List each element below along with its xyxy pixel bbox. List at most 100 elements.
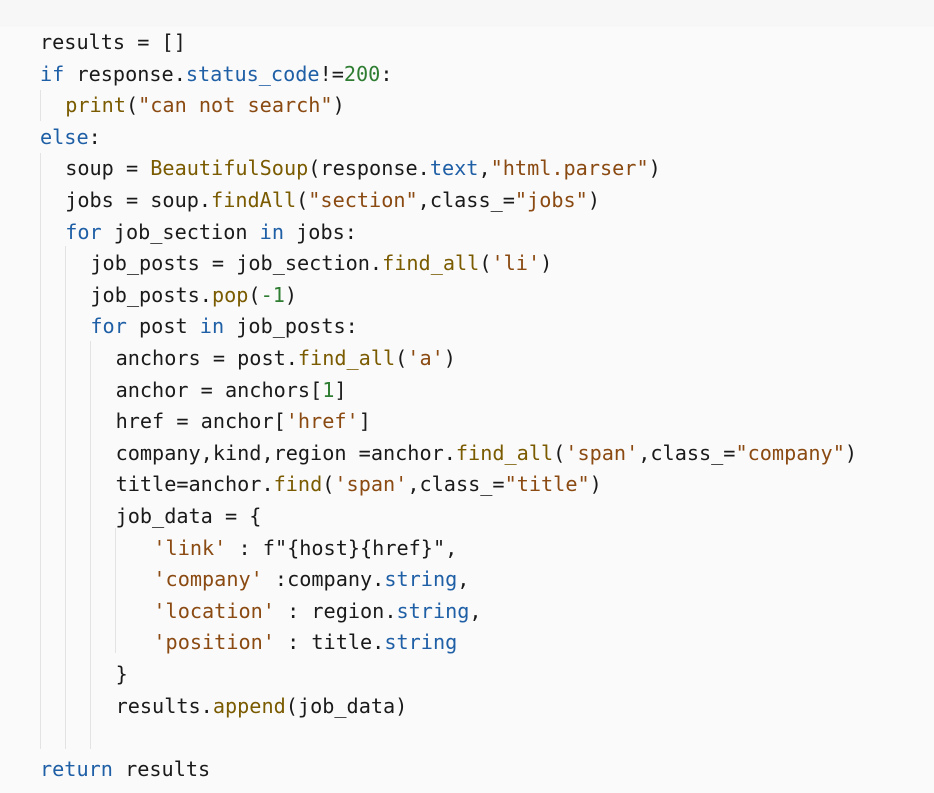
code-token: ] (334, 377, 347, 402)
code-token: find_all (455, 440, 554, 465)
code-line[interactable]: for post in job_posts: (90, 311, 357, 343)
code-line[interactable]: if response.status_code!=200: (40, 59, 393, 91)
code-token: ( (479, 251, 492, 276)
code-token: != (319, 61, 344, 86)
code-line[interactable]: for job_section in jobs: (65, 217, 357, 249)
code-token: 'span' (334, 472, 408, 497)
code-token: 1 (322, 377, 335, 402)
code-token: company,kind,region =anchor. (115, 440, 456, 465)
code-line[interactable]: 'link' : f"{host}{href}", (153, 533, 457, 565)
indent-guide (40, 153, 41, 749)
code-line[interactable]: href = anchor['href'] (116, 406, 371, 438)
code-token: 'li' (491, 251, 541, 276)
code-token: ) (648, 156, 661, 181)
code-token: job_data = { (115, 504, 262, 528)
code-line[interactable]: 'company' :company.string, (153, 564, 469, 596)
code-line[interactable]: else: (40, 122, 101, 154)
code-token: else (40, 124, 89, 149)
indent-guide (115, 528, 116, 653)
code-token: return (40, 756, 113, 781)
indent-guide (40, 90, 41, 121)
code-token: ,class_= (417, 188, 515, 212)
indent-guide (65, 246, 66, 749)
code-token: 'href' (285, 409, 359, 434)
code-line[interactable]: job_data = { (116, 501, 262, 533)
code-token: ( (322, 472, 335, 497)
code-token: } (115, 662, 128, 686)
code-token: 'link' (153, 535, 227, 560)
code-token: jobs: (283, 219, 357, 244)
code-token: in (259, 219, 284, 244)
code-token: append (212, 693, 286, 718)
code-token: job_posts. (90, 282, 212, 307)
code-token: ) (443, 346, 456, 370)
code-token: ) (284, 282, 298, 307)
code-token: jobs = soup. (65, 188, 212, 212)
code-token: ,class_= (638, 440, 736, 465)
code-token: in (199, 314, 225, 339)
code-line[interactable]: 'position' : title.string (153, 627, 457, 659)
code-line[interactable]: job_posts.pop(-1) (90, 280, 297, 312)
code-line[interactable]: 'location' : region.string, (153, 596, 481, 628)
code-token: job_posts = job_section. (90, 251, 383, 276)
code-line[interactable]: title=anchor.find('span',class_="title") (116, 469, 602, 501)
code-token: ] (358, 409, 371, 434)
code-line[interactable]: job_posts = job_section.find_all('li') (90, 248, 552, 280)
code-token: post (126, 314, 200, 339)
code-token: find_all (382, 251, 480, 276)
code-token: 'a' (407, 346, 444, 370)
code-token: string (396, 598, 470, 623)
code-token: soup = (65, 156, 151, 181)
code-token: 200 (343, 61, 381, 86)
code-token: title=anchor. (115, 472, 274, 497)
code-line[interactable]: results = [] (40, 27, 186, 59)
code-token: results (112, 756, 211, 781)
code-line[interactable]: } (116, 659, 128, 691)
code-token: ) (844, 440, 858, 465)
code-token: anchors = post. (115, 346, 298, 370)
code-token: if (40, 61, 65, 86)
code-token: find (273, 472, 323, 497)
code-token: , (457, 567, 470, 592)
code-token: for (90, 314, 127, 339)
code-token: ) (332, 93, 345, 118)
code-line[interactable]: anchors = post.find_all('a') (116, 343, 456, 375)
code-token: ) (589, 472, 602, 497)
code-editor[interactable]: results = []if response.status_code!=200… (0, 27, 934, 793)
code-token: (response. (308, 156, 430, 181)
code-token: "can not search" (138, 93, 333, 118)
code-token: find_all (297, 346, 396, 370)
code-token: 'span' (565, 440, 639, 465)
code-token: ( (395, 346, 408, 370)
code-token: , (478, 156, 491, 181)
code-token: , (469, 598, 482, 623)
code-token: : (380, 61, 393, 86)
code-line[interactable]: return results (40, 754, 210, 786)
code-token: ) (587, 188, 600, 212)
code-line[interactable]: print("can not search") (65, 90, 345, 122)
code-token: ( (125, 93, 139, 118)
code-token: : (88, 124, 101, 149)
code-line[interactable]: results.append(job_data) (116, 691, 408, 723)
code-token: string (384, 567, 458, 592)
code-token: ( (553, 440, 566, 465)
code-token: string (384, 630, 458, 655)
code-line[interactable]: anchor = anchors[1] (116, 375, 347, 407)
code-token: BeautifulSoup (150, 156, 309, 181)
code-token: anchor = anchors[ (115, 377, 323, 402)
code-line[interactable]: soup = BeautifulSoup(response.text,"html… (65, 153, 661, 185)
indent-guide (90, 341, 91, 749)
code-token: "section" (308, 188, 418, 212)
code-line[interactable]: jobs = soup.findAll("section",class_="jo… (65, 185, 600, 217)
code-line[interactable]: company,kind,region =anchor.find_all('sp… (116, 438, 857, 470)
code-token: 'position' (153, 630, 275, 655)
code-token: response. (64, 61, 186, 86)
code-token: job_section (101, 219, 260, 244)
code-token: ,class_= (407, 472, 505, 497)
code-token: "title" (504, 472, 590, 497)
code-token: : region. (274, 598, 397, 623)
code-token: for (65, 219, 102, 244)
code-token: text (429, 156, 479, 181)
code-token: findAll (211, 188, 297, 212)
code-token: results. (115, 693, 213, 718)
